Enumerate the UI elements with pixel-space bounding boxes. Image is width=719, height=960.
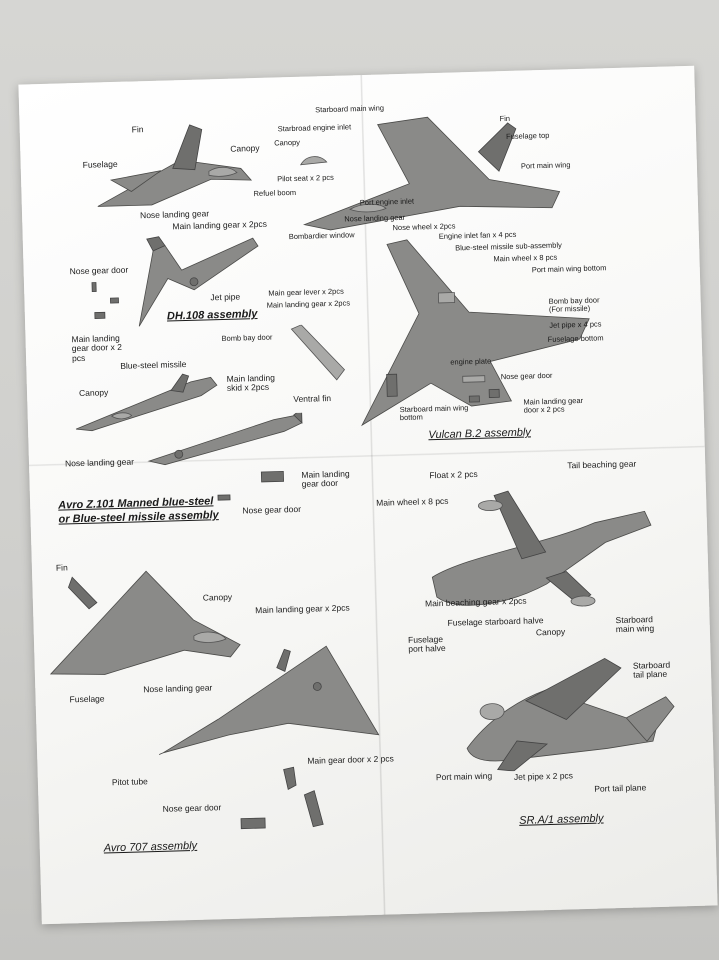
avro707-label-canopy: Canopy: [202, 591, 233, 603]
dh108-label-nose-landing-gear: Nose landing gear: [139, 208, 210, 221]
vulcan-label-fuselage-bottom: Fuselage bottom: [547, 333, 604, 344]
vulcan-label-bomb-bay-door-left: Bomb bay door: [221, 332, 273, 344]
dh108-label-main-landing-gear-door: Main landing gear door x 2 pcs: [71, 332, 123, 363]
avro707-main-gear-door-parts: [278, 764, 340, 836]
sra1-label-jet-pipe: Jet pipe x 2 pcs: [513, 770, 574, 783]
dh108-label-jet-pipe: Jet pipe: [210, 291, 241, 303]
sra1-label-tail-beaching-gear: Tail beaching gear: [567, 458, 637, 471]
sra1-label-float: Float x 2 pcs: [429, 468, 478, 481]
z101-label-ventral-fin: Ventral fin: [293, 392, 332, 405]
vulcan-label-main-landing-gear-door: Main landing gear door x 2 pcs: [523, 395, 584, 415]
vulcan-small-door-parts: [459, 371, 520, 413]
vulcan-label-bomb-bay-door-right: Bomb bay door (For missile): [548, 295, 600, 315]
vulcan-label-bombardier-window: Bombardier window: [288, 230, 355, 242]
dh108-label-fin: Fin: [131, 124, 144, 135]
z101-label-main-landing-gear-door: Main landing gear door: [301, 468, 350, 490]
sra1-label-fuselage-starboard-half: Fuselage starboard halve: [447, 615, 544, 628]
avro707-nose-gear-door-part: [239, 816, 270, 837]
avro707-label-main-landing-gear: Main landing gear x 2pcs: [255, 602, 350, 616]
avro707-top-view-drawing: [42, 559, 245, 685]
avro707-label-pitot-tube: Pitot tube: [111, 776, 148, 788]
vulcan-label-port-main-wing: Port main wing: [520, 160, 571, 171]
z101-label-main-landing-skid: Main landing skid x 2pcs: [226, 372, 276, 394]
sra1-label-fuselage-port-half: Fuselage port halve: [407, 633, 446, 655]
instruction-sheet: Fin Fuselage Canopy Nose landing gear Ma…: [18, 65, 718, 925]
z101-gear-door-part: [259, 469, 289, 486]
z101-label-nose-gear-door: Nose gear door: [242, 503, 302, 516]
sra1-bottom-view-drawing: [424, 481, 658, 617]
z101-missile-drawing: [144, 412, 305, 467]
vulcan-label-fuselage-top: Fuselage top: [505, 130, 550, 142]
vulcan-label-canopy: Canopy: [274, 137, 301, 148]
vulcan-label-pilot-seat: Pilot seat x 2 pcs: [277, 172, 334, 184]
vulcan-label-jet-pipe: Jet pipe x 4 pcs: [549, 319, 602, 330]
z101-manned-drawing: [70, 369, 222, 433]
sra1-label-canopy: Canopy: [535, 626, 566, 638]
dh108-label-canopy: Canopy: [230, 142, 260, 154]
dh108-assembly-title: DH.108 assembly: [166, 308, 258, 323]
sra1-assembly-title: SR.A/1 assembly: [518, 812, 604, 827]
avro707-assembly-title: Avro 707 assembly: [103, 839, 198, 855]
sra1-top-view-drawing: [454, 637, 678, 773]
vulcan-bomb-bay-door-part: [287, 324, 349, 386]
avro707-bottom-view-drawing: [155, 635, 389, 761]
avro707-label-fuselage: Fuselage: [69, 693, 105, 705]
z101-label-nose-landing-gear: Nose landing gear: [64, 456, 135, 469]
dh108-bottom-view-drawing: [123, 228, 266, 332]
z101-assembly-title-line2: or Blue-steel missile assembly: [58, 509, 219, 526]
dh108-label-nose-gear-door: Nose gear door: [69, 264, 129, 277]
dh108-small-parts: [86, 277, 137, 328]
vulcan-label-main-landing-gear: Main landing gear x 2pcs: [266, 298, 351, 310]
avro707-label-nose-gear-door: Nose gear door: [162, 802, 222, 814]
vulcan-label-refuel-boom: Refuel boom: [253, 187, 297, 199]
vulcan-canopy-part: [298, 152, 328, 169]
dh108-top-view-drawing: [89, 118, 261, 213]
vulcan-top-view-drawing: [287, 99, 571, 237]
dh108-label-fuselage: Fuselage: [82, 158, 118, 170]
sra1-label-starboard-main-wing: Starboard main wing: [615, 614, 655, 635]
vulcan-bottom-view-drawing: [347, 229, 602, 436]
sra1-label-port-main-wing: Port main wing: [435, 770, 493, 783]
vulcan-label-port-engine-inlet: Port engine inlet: [359, 196, 415, 208]
vulcan-label-main-gear-lever: Main gear lever x 2pcs: [268, 286, 344, 298]
z101-label-canopy: Canopy: [78, 387, 109, 399]
vulcan-label-engine-plate: engine plate: [450, 356, 492, 367]
vulcan-assembly-title: Vulcan B.2 assembly: [428, 426, 532, 442]
vulcan-label-fin: Fin: [499, 113, 511, 124]
vulcan-label-main-wheel: Main wheel x 8 pcs: [493, 252, 558, 264]
sra1-label-port-tail-plane: Port tail plane: [594, 782, 647, 794]
z101-nose-gear-door-part: [216, 493, 236, 504]
